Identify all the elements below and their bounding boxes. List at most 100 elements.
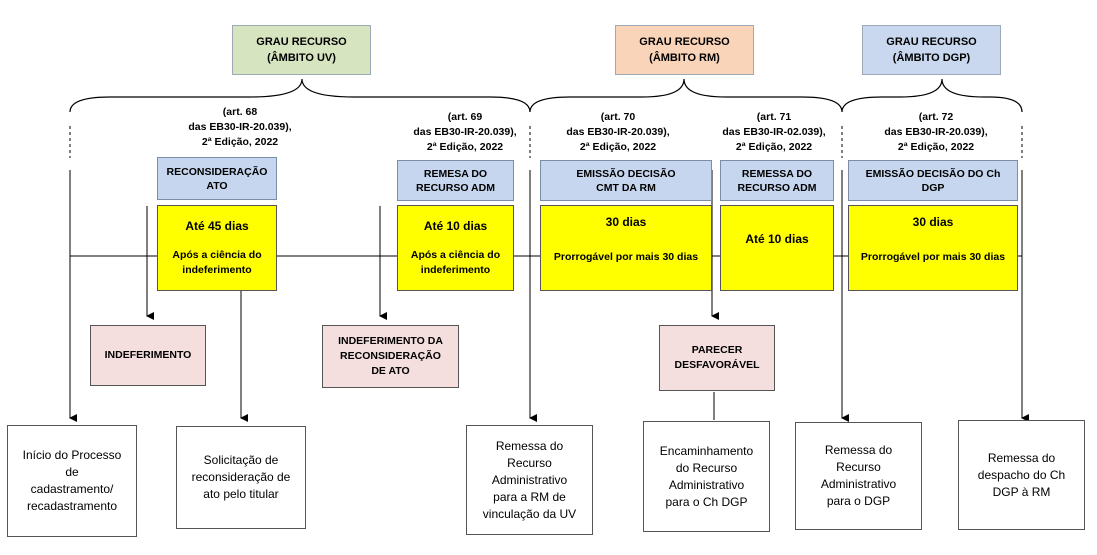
outcome-line1: INDEFERIMENTO DA <box>338 335 443 347</box>
stage-title-line2: ATO <box>206 179 228 192</box>
ref-art: (art. 71 <box>756 111 792 123</box>
header-dgp-line2: (ÂMBITO DGP) <box>892 52 971 64</box>
result-line2: reconsideração de <box>191 470 291 484</box>
stage-title-remessa-recurso: REMESSA DO RECURSO ADM <box>720 160 834 201</box>
header-grau-recurso-rm: GRAU RECURSO (ÂMBITO RM) <box>615 25 754 75</box>
result-line2: despacho do Ch <box>977 467 1066 482</box>
header-grau-recurso-dgp: GRAU RECURSO (ÂMBITO DGP) <box>862 25 1001 75</box>
result-line4: para o Ch DGP <box>665 494 748 509</box>
deadline-note-line2: indeferimento <box>420 263 491 276</box>
result-line3: DGP à RM <box>992 484 1051 499</box>
result-line1: Remessa do <box>824 443 893 457</box>
result-line1: Encaminhamento <box>659 443 754 458</box>
deadline-box-emissao-dgp: 30 dias Prorrogável por mais 30 dias <box>848 205 1018 291</box>
ref-edition: 2ª Edição, 2022 <box>579 141 657 153</box>
ref-doc: das EB30-IR-20.039), <box>884 126 988 138</box>
result-line4: para o DGP <box>826 494 891 508</box>
result-remessa-despacho-rm: Remessa do despacho do Ch DGP à RM <box>958 420 1085 530</box>
header-uv-line2: (ÂMBITO UV) <box>267 52 336 64</box>
ref-edition: 2ª Edição, 2022 <box>426 141 504 153</box>
stage-title-line2: CMT DA RM <box>596 181 656 194</box>
result-line3: Administrativo <box>820 477 897 491</box>
result-line1: Início do Processo <box>22 448 122 462</box>
outcome-label: INDEFERIMENTO <box>104 349 192 361</box>
deadline-note-line1: Após a ciência do <box>172 248 262 261</box>
stage-title-line1: REMESSA DO <box>741 167 813 180</box>
deadline-value: 30 dias <box>912 215 954 229</box>
stage-title-reconsideracao: RECONSIDERAÇÃO ATO <box>157 157 277 200</box>
ref-doc: das EB30-IR-02.039), <box>722 126 826 138</box>
stage-title-line1: EMISSÃO DECISÃO <box>576 167 676 180</box>
result-line1: Remessa do <box>987 450 1056 465</box>
result-line2: Recurso <box>507 455 552 470</box>
header-grau-recurso-uv: GRAU RECURSO (ÂMBITO UV) <box>232 25 371 75</box>
brace-rm <box>529 78 843 113</box>
deadline-box-reconsideracao: Até 45 dias Após a ciência do indeferime… <box>157 205 277 291</box>
ref-art: (art. 70 <box>600 111 636 123</box>
header-dgp-line1: GRAU RECURSO <box>886 36 977 48</box>
result-encaminhamento-ch-dgp: Encaminhamento do Recurso Administrativo… <box>643 421 770 532</box>
result-line3: Administrativo <box>491 472 568 487</box>
stage-title-emissao-ch-dgp: EMISSÃO DECISÃO DO Ch DGP <box>848 160 1018 201</box>
ref-art: (art. 69 <box>447 111 483 123</box>
result-remessa-rm-vinculacao: Remessa do Recurso Administrativo para a… <box>466 425 593 535</box>
reference-art-70: (art. 70 das EB30-IR-20.039), 2ª Edição,… <box>548 110 688 155</box>
outcome-line2: DESFAVORÁVEL <box>674 359 760 371</box>
stage-title-emissao-cmt-rm: EMISSÃO DECISÃO CMT DA RM <box>540 160 712 201</box>
outcome-indeferimento-reconsideracao: INDEFERIMENTO DA RECONSIDERAÇÃO DE ATO <box>322 325 459 388</box>
deadline-value: Até 10 dias <box>745 231 809 246</box>
reference-art-72: (art. 72 das EB30-IR-20.039), 2ª Edição,… <box>866 110 1006 155</box>
deadline-box-remesa: Até 10 dias Após a ciência do indeferime… <box>397 205 514 291</box>
outcome-indeferimento: INDEFERIMENTO <box>90 325 206 386</box>
deadline-box-remessa-dgp: Até 10 dias <box>720 205 834 291</box>
stage-title-remesa-recurso: REMESA DO RECURSO ADM <box>397 160 514 201</box>
stage-title-line1: REMESA DO <box>423 167 488 180</box>
result-line2: Recurso <box>836 460 881 474</box>
result-line4: recadastramento <box>26 499 118 513</box>
deadline-note-line2: indeferimento <box>182 263 252 276</box>
reference-art-69: (art. 69 das EB30-IR-20.039), 2ª Edição,… <box>395 110 535 155</box>
deadline-note-line1: Prorrogável por mais 30 dias <box>860 251 1006 263</box>
stage-title-line2: DGP <box>921 181 945 194</box>
result-line1: Remessa do <box>495 438 564 453</box>
ref-doc: das EB30-IR-20.039), <box>413 126 517 138</box>
result-inicio-processo: Início do Processo de cadastramento/ rec… <box>7 425 137 537</box>
result-solicitacao-reconsideracao: Solicitação de reconsideração de ato pel… <box>176 426 306 529</box>
brace-uv <box>69 78 531 113</box>
stage-title-line2: RECURSO ADM <box>416 181 495 194</box>
outcome-parecer-desfavoravel: PARECER DESFAVORÁVEL <box>659 325 775 391</box>
header-rm-line2: (ÂMBITO RM) <box>649 52 720 64</box>
deadline-box-emissao-rm: 30 dias Prorrogável por mais 30 dias <box>540 205 712 291</box>
outcome-line1: PARECER <box>691 344 743 356</box>
result-line4: para a RM de <box>493 489 566 504</box>
reference-art-68: (art. 68 das EB30-IR-20.039), 2ª Edição,… <box>170 105 310 150</box>
ref-art: (art. 72 <box>918 111 954 123</box>
header-rm-line1: GRAU RECURSO <box>639 36 730 48</box>
deadline-value: Até 10 dias <box>423 218 488 233</box>
result-remessa-dgp: Remessa do Recurso Administrativo para o… <box>795 422 922 530</box>
ref-art: (art. 68 <box>222 106 258 118</box>
ref-doc: das EB30-IR-20.039), <box>188 121 292 133</box>
ref-edition: 2ª Edição, 2022 <box>201 136 279 148</box>
deadline-note-line1: Após a ciência do <box>410 248 501 261</box>
outcome-line2: RECONSIDERAÇÃO <box>340 350 441 362</box>
result-line3: Administrativo <box>668 477 745 492</box>
header-uv-line1: GRAU RECURSO <box>256 36 347 48</box>
ref-edition: 2ª Edição, 2022 <box>735 141 813 153</box>
result-line2: do Recurso <box>675 460 738 475</box>
deadline-value: Até 45 dias <box>185 218 249 233</box>
stage-title-line1: RECONSIDERAÇÃO <box>166 165 268 178</box>
reference-art-71: (art. 71 das EB30-IR-02.039), 2ª Edição,… <box>704 110 844 155</box>
ref-doc: das EB30-IR-20.039), <box>566 126 670 138</box>
result-line5: vinculação da UV <box>482 506 577 521</box>
stage-title-line2: RECURSO ADM <box>737 181 817 194</box>
stage-title-line1: EMISSÃO DECISÃO DO Ch <box>865 167 1001 180</box>
result-line3: ato pelo titular <box>203 487 279 501</box>
result-line1: Solicitação de <box>203 453 279 467</box>
result-line3: cadastramento/ <box>30 482 114 496</box>
result-line2: de <box>65 465 79 479</box>
deadline-note-line1: Prorrogável por mais 30 dias <box>553 251 699 263</box>
ref-edition: 2ª Edição, 2022 <box>897 141 975 153</box>
deadline-value: 30 dias <box>605 215 647 229</box>
brace-dgp <box>841 78 1023 113</box>
